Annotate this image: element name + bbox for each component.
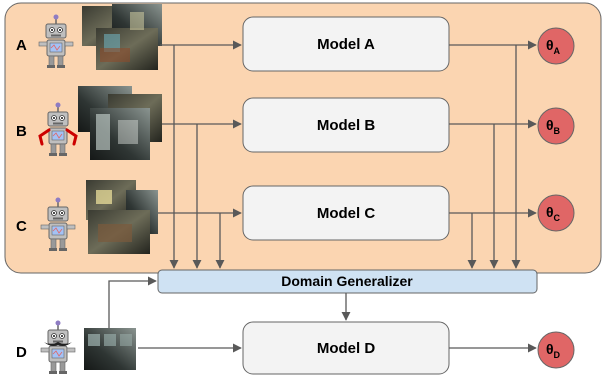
output-arrows — [449, 40, 537, 218]
agent-d-label: D — [16, 344, 27, 361]
theta-b-node — [537, 107, 575, 145]
indoor-photo-icon — [86, 180, 158, 254]
theta-a-label: θA — [546, 37, 561, 56]
agent-c-label: C — [16, 218, 27, 235]
model-a-box — [242, 16, 450, 72]
model-c-label: Model C — [317, 205, 375, 222]
model-b-label: Model B — [317, 117, 375, 134]
model-a-label: Model A — [317, 36, 375, 53]
agent-a-label: A — [16, 37, 27, 54]
theta-c-label: θC — [546, 204, 561, 223]
model-d-label: Model D — [317, 340, 375, 357]
robot-icon — [40, 196, 76, 252]
robot-mustache-icon — [40, 319, 76, 375]
indoor-photo-icon — [78, 86, 162, 160]
robot-red-arms-icon — [38, 101, 78, 157]
theta-d-node — [537, 331, 575, 369]
model-b-box — [242, 97, 450, 153]
theta-b-label: θB — [546, 117, 561, 136]
indoor-photo-icon — [82, 4, 162, 70]
right-tap-arrows — [467, 45, 521, 269]
theta-a-node — [537, 27, 575, 65]
theta-c-node — [537, 194, 575, 232]
domain-generalizer-label: Domain Generalizer — [281, 273, 413, 289]
indoor-photo-icon — [84, 328, 136, 370]
left-tap-arrows — [169, 45, 225, 269]
domain-generalizer-box — [157, 269, 538, 294]
agent-b-label: B — [16, 123, 27, 140]
d-to-generalizer-arrow — [108, 276, 157, 328]
robot-icon — [38, 13, 74, 69]
theta-d-label: θD — [546, 341, 561, 360]
